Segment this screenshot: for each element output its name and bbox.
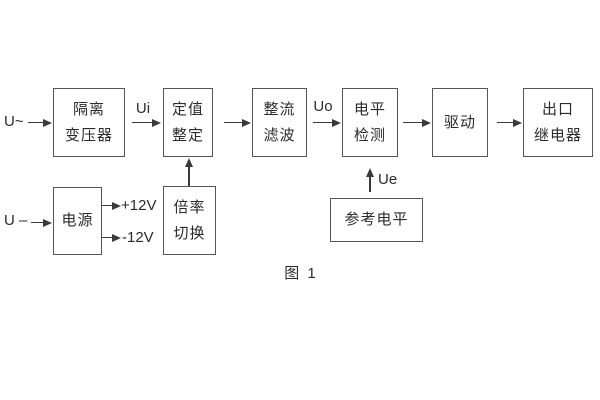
arrow-ratio-to-setting — [188, 166, 190, 186]
arrow-setting-to-rectifier — [224, 121, 243, 124]
arrowhead-icon — [366, 168, 374, 177]
arrowhead-icon — [513, 118, 522, 127]
arrow-power-minus12v — [102, 236, 113, 239]
figure-caption: 图 1 — [284, 265, 318, 282]
block-rectifier-filter: 整流 滤波 — [252, 88, 307, 157]
block-output-relay: 出口 继电器 — [523, 88, 593, 157]
block-label: 出口 — [541, 100, 574, 118]
block-label: 隔离 — [72, 100, 105, 118]
arrow-transformer-to-setting — [132, 121, 154, 124]
block-label: 整定 — [171, 126, 204, 144]
block-label: 滤波 — [263, 126, 296, 144]
block-isolation-transformer: 隔离 变压器 — [53, 88, 125, 157]
arrow-udc-to-power — [31, 221, 44, 224]
label-input-dc-voltage: U – — [4, 212, 28, 229]
arrow-driver-to-relay — [497, 121, 514, 124]
arrow-reference-to-level — [369, 176, 371, 192]
arrowhead-icon — [43, 118, 52, 127]
block-label: 电平 — [353, 100, 386, 118]
label-signal-ui: Ui — [135, 100, 151, 117]
label-signal-ue: Ue — [378, 171, 398, 188]
block-label: 切换 — [173, 224, 206, 242]
label-minus-12v: -12V — [122, 229, 154, 246]
block-power-supply: 电源 — [53, 187, 102, 255]
arrow-level-to-driver — [403, 121, 423, 124]
arrow-rectifier-to-level — [313, 121, 333, 124]
block-driver: 驱动 — [432, 88, 488, 157]
label-plus-12v: +12V — [121, 197, 157, 214]
block-label: 参考电平 — [344, 211, 409, 229]
block-level-detection: 电平 检测 — [342, 88, 398, 157]
arrowhead-icon — [242, 118, 251, 127]
block-label: 电源 — [61, 212, 94, 230]
arrow-uac-to-transformer — [28, 121, 44, 124]
block-label: 继电器 — [533, 126, 582, 144]
block-setting-adjustment: 定值 整定 — [163, 88, 213, 157]
arrowhead-icon — [43, 218, 52, 227]
arrowhead-icon — [152, 118, 161, 127]
label-input-ac-voltage: U~ — [4, 113, 24, 130]
block-label: 变压器 — [64, 126, 113, 144]
arrowhead-icon — [112, 233, 121, 242]
block-ratio-switch: 倍率 切换 — [163, 186, 216, 255]
arrowhead-icon — [112, 201, 121, 210]
arrowhead-icon — [422, 118, 431, 127]
block-reference-level: 参考电平 — [330, 198, 423, 242]
block-label: 检测 — [353, 126, 386, 144]
block-label: 倍率 — [173, 198, 206, 216]
arrowhead-icon — [332, 118, 341, 127]
label-signal-uo: Uo — [313, 98, 333, 115]
block-label: 驱动 — [443, 113, 476, 131]
block-label: 整流 — [263, 100, 296, 118]
arrow-power-plus12v — [102, 204, 113, 207]
block-label: 定值 — [171, 100, 204, 118]
arrowhead-icon — [185, 158, 193, 167]
